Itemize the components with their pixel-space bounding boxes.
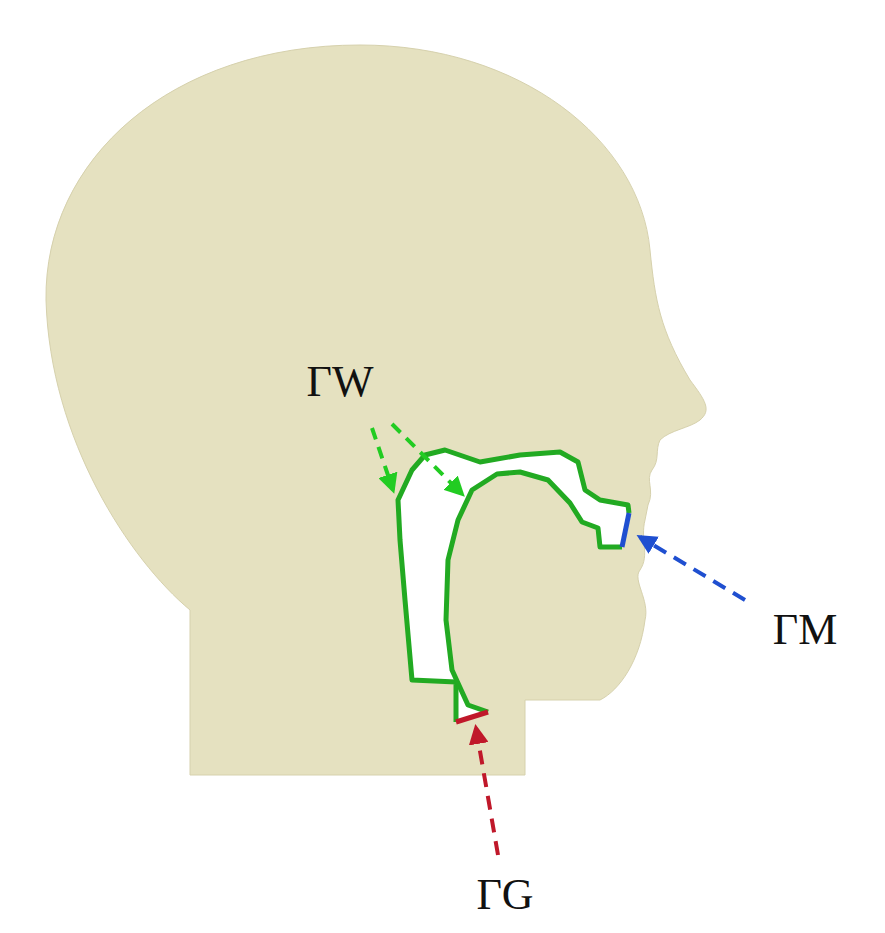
outer-wall xyxy=(398,450,629,722)
mouth-label: ΓM xyxy=(773,608,838,652)
glottis-label: ΓG xyxy=(476,873,533,917)
vocal-tract-lumen xyxy=(398,450,629,722)
inner-wall xyxy=(446,472,622,712)
mouth-boundary xyxy=(622,513,629,547)
mouth-leader xyxy=(640,537,745,600)
wall-leader xyxy=(372,428,393,490)
glottis-boundary xyxy=(456,712,488,722)
wall-leader xyxy=(392,424,462,494)
head-silhouette xyxy=(46,45,706,775)
wall-label: ΓW xyxy=(307,360,374,404)
glottis-leader xyxy=(476,728,498,855)
